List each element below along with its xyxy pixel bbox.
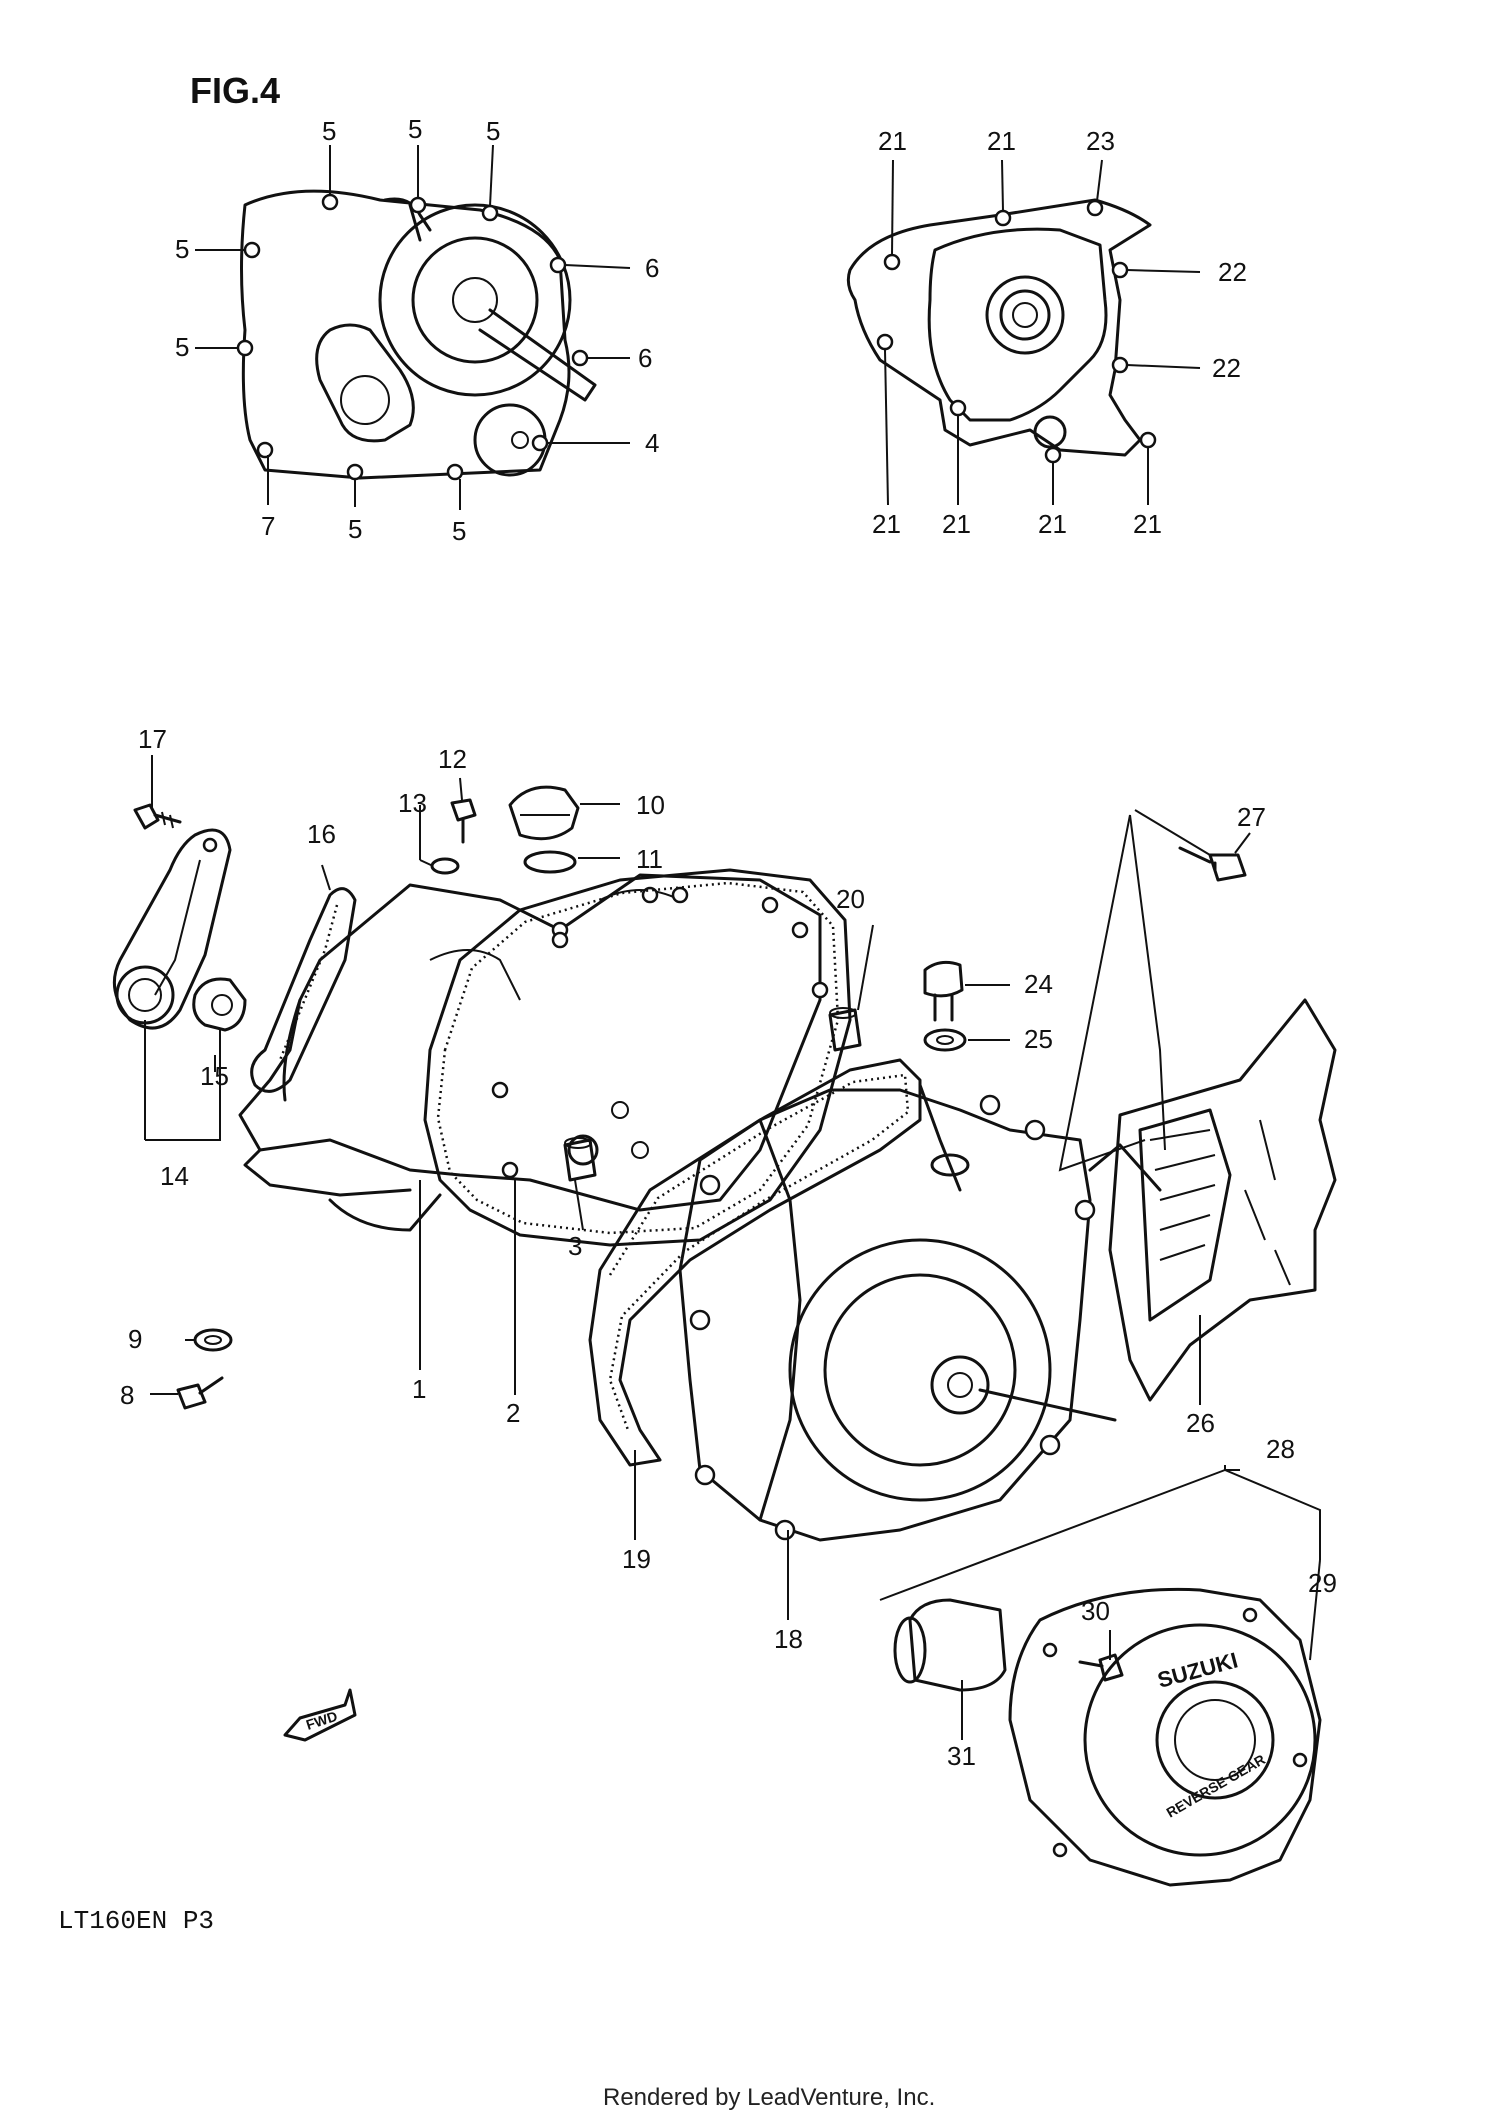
part-19-gasket xyxy=(588,1058,922,1467)
part-16-gasket xyxy=(250,887,357,1093)
top-left-callouts: 5 5 5 5 5 6 6 4 7 5 5 xyxy=(175,114,659,546)
part-30-bolt xyxy=(1078,1653,1124,1682)
callout-4: 4 xyxy=(645,428,659,458)
callout-28: 28 xyxy=(1266,1434,1295,1464)
part-25-washer xyxy=(923,1028,967,1052)
callout-6b: 6 xyxy=(638,343,652,373)
part-31-bushing xyxy=(893,1598,1007,1692)
callout-3: 3 xyxy=(568,1231,582,1261)
part-13-washer xyxy=(430,857,460,875)
callout-30: 30 xyxy=(1081,1596,1110,1626)
main-callouts: 17 12 13 10 11 16 20 24 25 27 15 14 3 9 … xyxy=(120,724,1337,1771)
callout-6a: 6 xyxy=(645,253,659,283)
figure-title: FIG.4 xyxy=(190,70,280,111)
callout-15: 15 xyxy=(200,1061,229,1091)
callout-23: 23 xyxy=(1086,126,1115,156)
callout-22a: 22 xyxy=(1218,257,1247,287)
part-15-seal xyxy=(192,977,247,1032)
part-1-crankcase xyxy=(238,873,822,1232)
callout-21f: 21 xyxy=(1133,509,1162,539)
part-29-reverse-cover: SUZUKI REVERSE GEAR xyxy=(1008,1587,1322,1887)
callout-1: 1 xyxy=(412,1374,426,1404)
part-12-bolt xyxy=(450,798,477,844)
top-left-bolt-holes xyxy=(236,193,589,481)
footer-credit: Rendered by LeadVenture, Inc. xyxy=(603,2084,935,2111)
top-right-cover-view xyxy=(846,198,1152,457)
part-11-oring xyxy=(523,850,577,874)
model-code: LT160EN P3 xyxy=(58,1906,214,1936)
fwd-label: FWD xyxy=(304,1708,339,1733)
callout-5f: 5 xyxy=(348,514,362,544)
part-27-bolt xyxy=(1178,846,1247,882)
part-20-dowel xyxy=(828,1007,862,1052)
callout-18: 18 xyxy=(774,1624,803,1654)
main-leaders xyxy=(144,755,1321,1740)
callout-24: 24 xyxy=(1024,969,1053,999)
callout-5d: 5 xyxy=(175,234,189,264)
callout-9: 9 xyxy=(128,1324,142,1354)
callout-21e: 21 xyxy=(1038,509,1067,539)
top-left-cover-view xyxy=(240,189,597,480)
top-right-callouts: 21 21 23 22 22 21 21 21 21 xyxy=(872,126,1247,539)
callout-5b: 5 xyxy=(408,114,422,144)
callout-5c: 5 xyxy=(486,116,500,146)
callout-25: 25 xyxy=(1024,1024,1053,1054)
part-10-filler-cap xyxy=(508,785,580,841)
callout-12: 12 xyxy=(438,744,467,774)
callout-11: 11 xyxy=(636,844,663,874)
part-8-bolt xyxy=(176,1376,224,1410)
callout-22b: 22 xyxy=(1212,353,1241,383)
part-2-gasket xyxy=(423,868,852,1247)
callout-5e: 5 xyxy=(175,332,189,362)
callout-19: 19 xyxy=(622,1544,651,1574)
callout-26: 26 xyxy=(1186,1408,1215,1438)
part-14-housing xyxy=(112,828,232,1030)
callout-20: 20 xyxy=(836,884,865,914)
part-9-washer xyxy=(193,1328,233,1352)
part-26-duct xyxy=(1088,998,1337,1402)
callout-16: 16 xyxy=(307,819,336,849)
part-17-bolt xyxy=(133,803,182,830)
top-right-leaders xyxy=(884,159,1201,506)
callout-27: 27 xyxy=(1237,802,1266,832)
callout-21d: 21 xyxy=(942,509,971,539)
callout-21b: 21 xyxy=(987,126,1016,156)
callout-13: 13 xyxy=(398,788,427,818)
callout-5g: 5 xyxy=(452,516,466,546)
top-right-bolt-holes xyxy=(876,199,1157,464)
callout-21c: 21 xyxy=(872,509,901,539)
callout-2: 2 xyxy=(506,1398,520,1428)
callout-8: 8 xyxy=(120,1380,134,1410)
callout-14: 14 xyxy=(160,1161,189,1191)
fwd-arrow-icon: FWD xyxy=(283,1688,357,1742)
callout-21a: 21 xyxy=(878,126,907,156)
callout-5a: 5 xyxy=(322,116,336,146)
callout-17: 17 xyxy=(138,724,167,754)
callout-29: 29 xyxy=(1308,1568,1337,1598)
callout-10: 10 xyxy=(636,790,665,820)
callout-31: 31 xyxy=(947,1741,976,1771)
callout-7: 7 xyxy=(261,511,275,541)
part-24-drain-plug xyxy=(923,960,964,1022)
part-3-dowel xyxy=(563,1137,597,1182)
top-left-leaders xyxy=(195,144,631,510)
part-18-cover xyxy=(678,1083,1117,1542)
